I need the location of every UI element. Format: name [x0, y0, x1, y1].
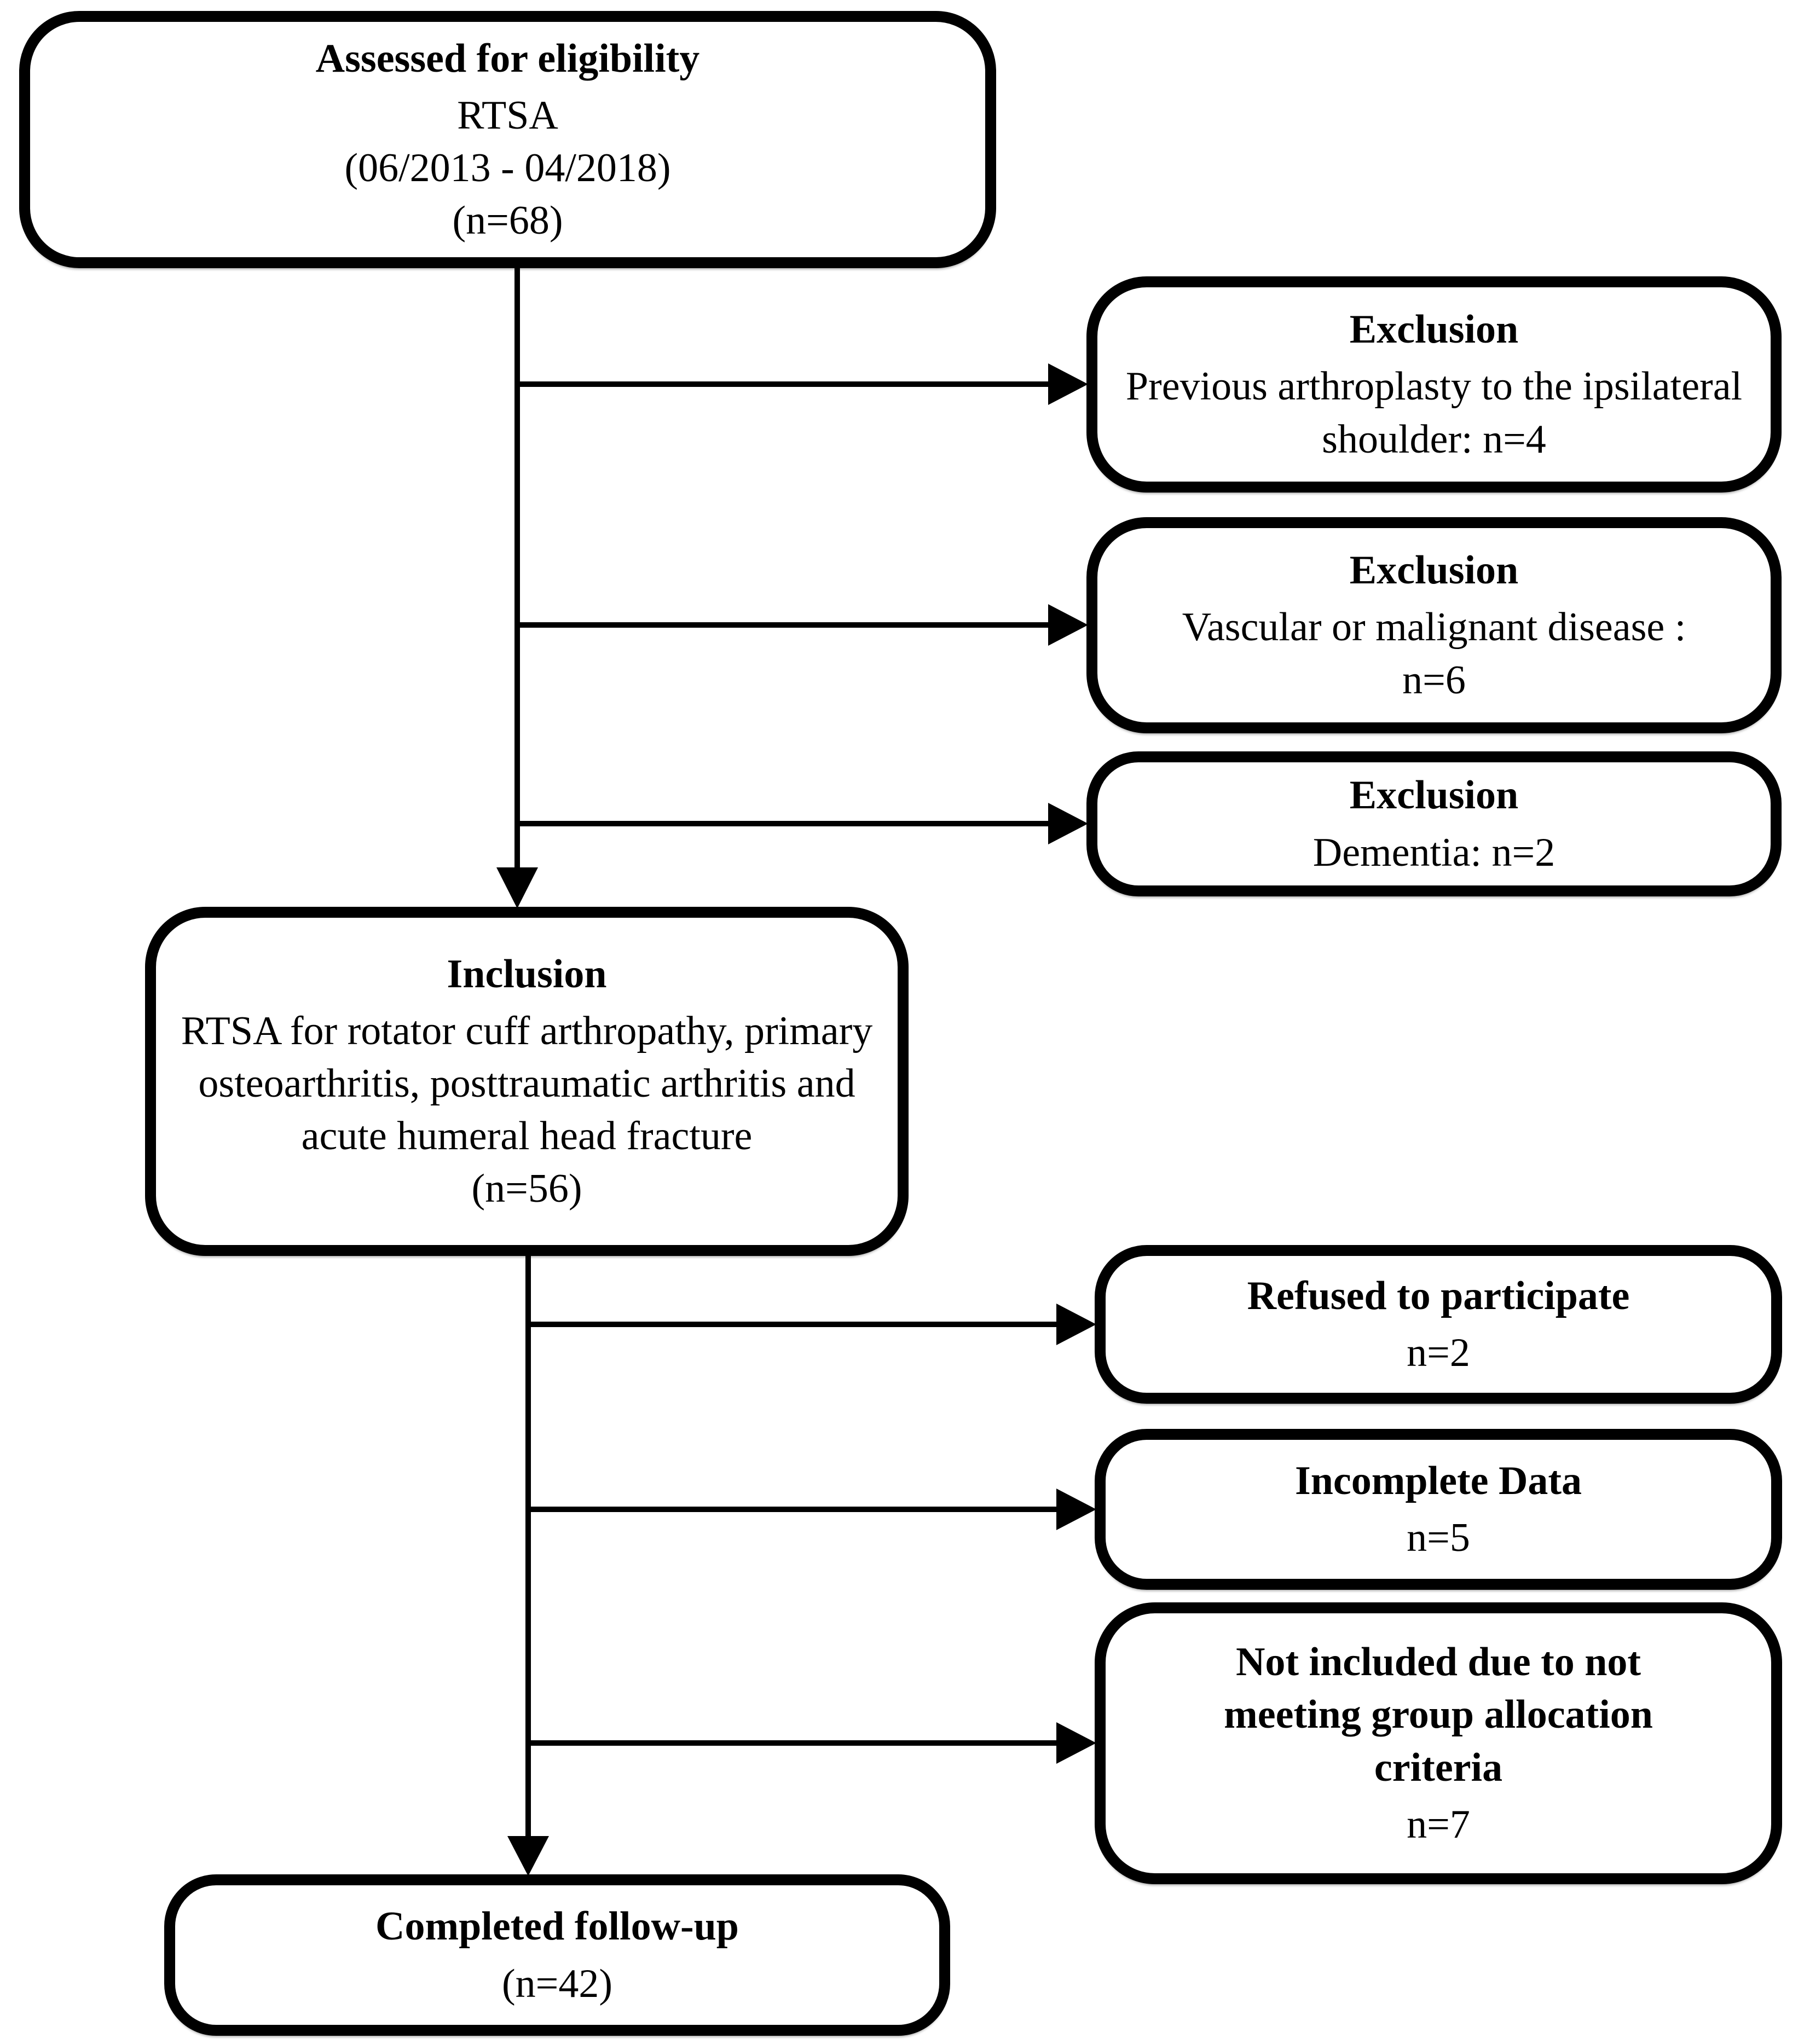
assessed-count: (n=68) — [452, 198, 563, 244]
arrowhead-right-refused — [1056, 1304, 1096, 1345]
arrowhead-right-not-included — [1056, 1722, 1096, 1764]
box-exclusion-arthroplasty: Exclusion Previous arthroplasty to the i… — [1086, 276, 1782, 493]
exclusion-arthroplasty-reason: Previous arthroplasty to the ipsilateral… — [1125, 364, 1743, 462]
exclusion-arthroplasty-title: Exclusion — [1349, 307, 1519, 352]
exclusion-vascular-count: n=6 — [1402, 657, 1466, 703]
incomplete-title: Incomplete Data — [1294, 1458, 1582, 1503]
arrowhead-right-exclusion-vascular — [1048, 604, 1088, 646]
not-included-title: Not included due to not meeting group al… — [1224, 1640, 1653, 1790]
assessed-period: (06/2013 - 04/2018) — [344, 146, 671, 190]
refused-count: n=2 — [1407, 1330, 1470, 1375]
arrowhead-down-completed — [507, 1836, 549, 1876]
box-exclusion-vascular: Exclusion Vascular or malignant disease … — [1086, 517, 1782, 733]
refused-title: Refused to participate — [1247, 1273, 1630, 1318]
box-completed-followup: Completed follow-up (n=42) — [164, 1874, 950, 2036]
inclusion-criteria: RTSA for rotator cuff arthropathy, prima… — [181, 1008, 873, 1159]
inclusion-count: (n=56) — [471, 1166, 582, 1212]
box-incomplete-data: Incomplete Data n=5 — [1095, 1429, 1782, 1590]
completed-count: (n=42) — [501, 1961, 613, 2006]
box-assessed-for-eligibility: Assessed for eligibility RTSA (06/2013 -… — [19, 11, 996, 268]
box-inclusion: Inclusion RTSA for rotator cuff arthropa… — [145, 907, 909, 1256]
not-included-count: n=7 — [1407, 1802, 1470, 1847]
assessed-title: Assessed for eligibility — [315, 36, 700, 81]
box-exclusion-dementia: Exclusion Dementia: n=2 — [1086, 751, 1782, 896]
exclusion-vascular-reason: Vascular or malignant disease : — [1182, 605, 1686, 650]
exclusion-dementia-reason: Dementia: n=2 — [1312, 830, 1556, 875]
arrowhead-right-exclusion-arthroplasty — [1048, 363, 1088, 405]
inclusion-title: Inclusion — [447, 951, 607, 997]
exclusion-dementia-title: Exclusion — [1349, 773, 1519, 818]
arrowhead-right-incomplete — [1056, 1489, 1096, 1530]
arrowhead-down-inclusion — [496, 867, 538, 908]
assessed-cohort: RTSA — [457, 92, 558, 138]
incomplete-count: n=5 — [1407, 1515, 1470, 1560]
arrowhead-right-exclusion-dementia — [1048, 803, 1088, 844]
box-refused-to-participate: Refused to participate n=2 — [1095, 1245, 1782, 1404]
exclusion-vascular-title: Exclusion — [1349, 548, 1519, 593]
completed-title: Completed follow-up — [375, 1904, 739, 1949]
box-not-included-criteria: Not included due to not meeting group al… — [1095, 1602, 1782, 1884]
